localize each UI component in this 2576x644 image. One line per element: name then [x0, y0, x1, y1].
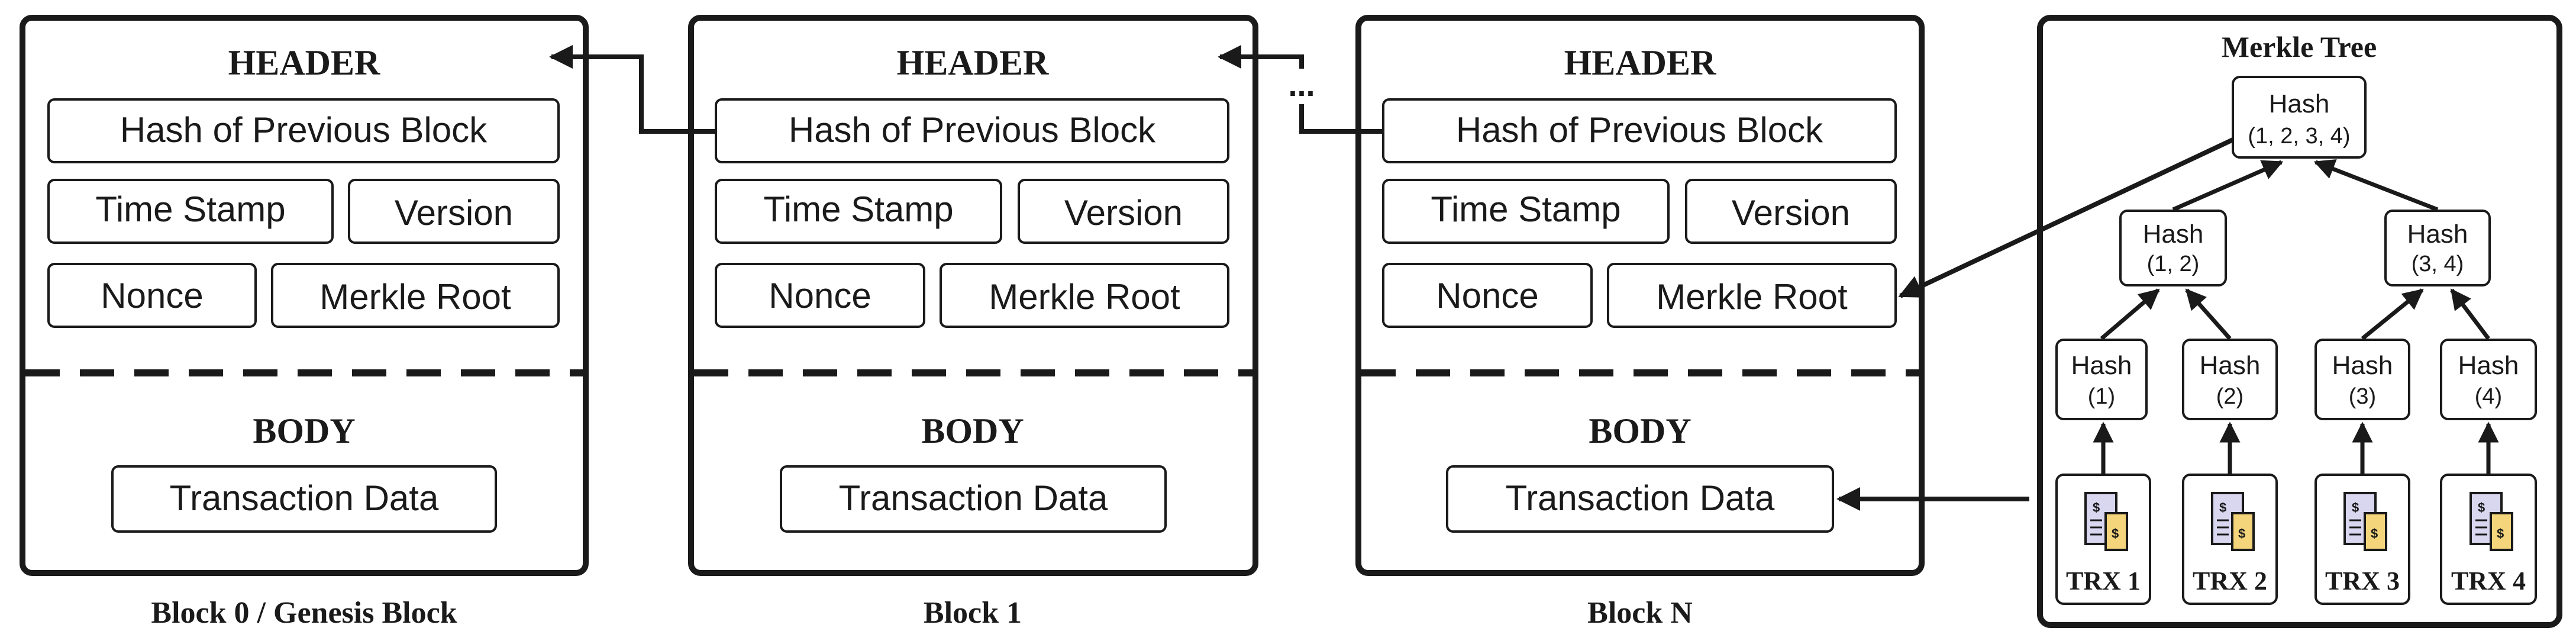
block-0-header-title: HEADER — [228, 43, 380, 82]
block-n-timestamp-box — [1382, 179, 1670, 244]
arrow-hash34-to-root — [2313, 159, 2439, 212]
chain-gap — [1283, 69, 1319, 104]
block-1-timestamp-box — [715, 179, 1002, 244]
merkle-hash-4-sub: (4) — [2475, 384, 2502, 409]
block-1-caption: Block 1 — [924, 596, 1022, 630]
merkle-root-hash-node — [2232, 76, 2367, 159]
merkle-hash-node-1 — [2055, 339, 2148, 420]
merkle-hash-12-label: Hash — [2143, 220, 2204, 249]
arrow-hash2-to-hash12 — [2185, 288, 2232, 340]
chain-ellipsis: ... — [1288, 67, 1315, 103]
trx-1-label: TRX 1 — [2066, 566, 2141, 595]
merkle-hash-1-sub: (1) — [2088, 384, 2115, 409]
merkle-hash-node-2 — [2182, 339, 2278, 420]
block-1-version-label: Version — [1064, 193, 1183, 233]
block-0-timestamp-box — [47, 179, 334, 244]
arrow-hash4-to-hash34 — [2450, 288, 2490, 340]
merkle-root-hash-label: Hash — [2269, 89, 2330, 118]
block-1-merkle-root-box — [940, 263, 1229, 328]
arrow-hash3-to-hash34 — [2361, 288, 2424, 340]
trx-4-label: TRX 4 — [2451, 566, 2526, 595]
arrow-root-to-merkle-root — [1898, 137, 2234, 298]
block-n-header-title: HEADER — [1564, 43, 1716, 82]
block-1-version-box — [1018, 179, 1229, 244]
block-1-frame — [688, 15, 1258, 576]
block-1-header-title: HEADER — [897, 43, 1049, 82]
block-n-nonce-label: Nonce — [1436, 276, 1538, 315]
merkle-tree-panel: Merkle Tree Hash (1, 2, 3, 4) Hash (1, 2… — [2037, 15, 2562, 628]
merkle-hash-node-3 — [2314, 339, 2410, 420]
block-0-merkle-root-box — [271, 263, 560, 328]
block-1-prev-hash-label: Hash of Previous Block — [789, 110, 1156, 150]
block-n-version-box — [1685, 179, 1897, 244]
merkle-hash-node-12 — [2119, 210, 2227, 286]
merkle-tree-title: Merkle Tree — [2222, 30, 2377, 63]
block-0-body-title: BODY — [253, 411, 355, 450]
block-0-version-box — [348, 179, 560, 244]
block-n-body-title: BODY — [1589, 411, 1691, 450]
block-0-transaction-data-label: Transaction Data — [170, 478, 439, 518]
block-0-nonce-box — [47, 263, 257, 328]
block-1-transaction-data-label: Transaction Data — [839, 478, 1108, 518]
merkle-hash-3-sub: (3) — [2349, 384, 2376, 409]
block-0-version-label: Version — [395, 193, 513, 233]
block-n-merkle-root-box — [1607, 263, 1897, 328]
merkle-hash-3-label: Hash — [2332, 351, 2393, 380]
block-n-prev-hash-label: Hash of Previous Block — [1456, 110, 1823, 150]
block-0-prev-hash-box — [47, 98, 560, 163]
merkle-hash-4-label: Hash — [2458, 351, 2519, 380]
block-0-nonce-label: Nonce — [101, 276, 203, 315]
merkle-root-hash-sub: (1, 2, 3, 4) — [2248, 124, 2350, 149]
block-1-timestamp-label: Time Stamp — [763, 189, 953, 229]
block-n-transaction-data-label: Transaction Data — [1506, 478, 1775, 518]
arrow-hash12-to-root — [2172, 160, 2284, 212]
block-n-timestamp-label: Time Stamp — [1431, 189, 1621, 229]
block-0-transaction-data-box — [111, 465, 497, 533]
merkle-hash-34-sub: (3, 4) — [2412, 252, 2464, 276]
block-0: HEADER Hash of Previous Block Time Stamp… — [20, 15, 589, 630]
merkle-hash-node-34 — [2384, 210, 2491, 286]
block-1-transaction-data-box — [780, 465, 1167, 533]
merkle-hash-34-label: Hash — [2407, 220, 2468, 249]
block-n-transaction-data-box — [1446, 465, 1834, 533]
merkle-hash-node-4 — [2440, 339, 2537, 420]
arrow-hash1-to-hash12 — [2100, 288, 2160, 340]
block-0-caption: Block 0 / Genesis Block — [151, 596, 457, 630]
block-n-caption: Block N — [1587, 596, 1693, 630]
block-1-nonce-label: Nonce — [769, 276, 871, 315]
chain-arrow-block1-to-block0 — [549, 45, 716, 134]
block-0-prev-hash-label: Hash of Previous Block — [120, 110, 488, 150]
trx-2-label: TRX 2 — [2193, 566, 2267, 595]
merkle-tree-frame — [2037, 15, 2562, 628]
block-0-merkle-root-label: Merkle Root — [319, 277, 511, 317]
block-1-merkle-root-label: Merkle Root — [989, 277, 1180, 317]
block-n: HEADER Hash of Previous Block Time Stamp… — [1355, 15, 1925, 630]
block-n-merkle-root-label: Merkle Root — [1656, 277, 1848, 317]
merkle-hash-2-sub: (2) — [2216, 384, 2243, 409]
merkle-hash-1-label: Hash — [2071, 351, 2132, 380]
trx-3-label: TRX 3 — [2325, 566, 2400, 595]
block-1: HEADER Hash of Previous Block Time Stamp… — [688, 15, 1258, 630]
block-1-nonce-box — [715, 263, 925, 328]
merkle-hash-12-sub: (1, 2) — [2147, 252, 2200, 276]
block-0-frame — [20, 15, 589, 576]
merkle-hash-2-label: Hash — [2200, 351, 2261, 380]
block-0-timestamp-label: Time Stamp — [95, 189, 285, 229]
block-n-nonce-box — [1382, 263, 1593, 328]
block-1-body-title: BODY — [921, 411, 1024, 450]
block-n-version-label: Version — [1732, 193, 1850, 233]
